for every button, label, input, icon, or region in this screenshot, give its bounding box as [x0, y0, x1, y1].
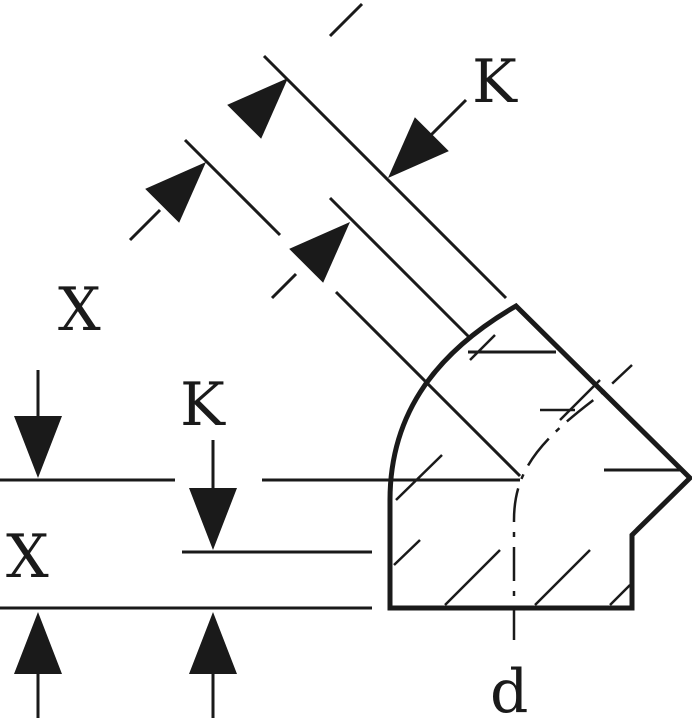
label-x-vertical: X	[6, 522, 49, 592]
arrow-shaft-x2	[270, 272, 298, 300]
arrowhead-k-top	[227, 61, 305, 139]
label-k-vertical: K	[180, 370, 226, 440]
arrowhead-k-down	[189, 488, 237, 550]
label-k-diagonal: K	[472, 47, 518, 117]
centre-line	[512, 364, 633, 640]
label-x-diagonal: X	[58, 275, 101, 345]
fitting-outline	[387, 302, 692, 611]
extension-line-centre	[334, 290, 522, 478]
arrowhead-x-up	[14, 612, 62, 674]
arrow-shaft-k1	[328, 2, 364, 38]
fitting-body	[387, 302, 692, 640]
horizontal-lines	[0, 478, 520, 610]
label-diameter: d	[490, 657, 528, 720]
extension-line-x-origin	[183, 138, 282, 237]
arrowhead-k-up	[189, 612, 237, 674]
arrowhead-x-down	[14, 416, 62, 478]
diagonal-dimensions	[128, 2, 522, 478]
arrow-shaft-k2	[428, 98, 468, 138]
section-hatching	[393, 334, 631, 606]
diagonal-arrowheads	[145, 61, 449, 283]
extension-line-outer	[262, 54, 508, 300]
vertical-dimensions	[36, 370, 215, 718]
extension-line-socket	[328, 196, 472, 340]
arrow-shaft-x1	[128, 208, 162, 242]
arrowhead-x-right	[289, 205, 367, 283]
